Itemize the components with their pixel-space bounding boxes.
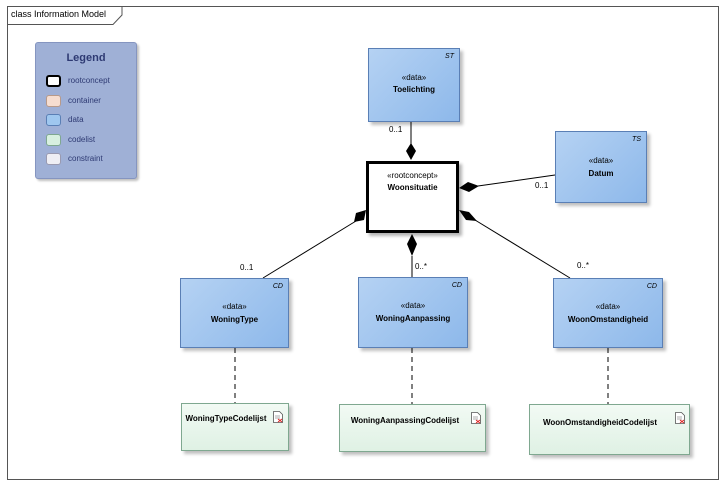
class-tag: TS — [632, 136, 641, 143]
class-datum[interactable]: TS «data» Datum — [555, 131, 647, 203]
class-stereotype: «data» — [400, 301, 426, 310]
codelist-name: WoningTypeCodelijst — [185, 414, 267, 423]
legend-item-container: container — [46, 95, 134, 109]
class-tag: CD — [646, 283, 657, 290]
codelist-woningtype[interactable]: WoningTypeCodelijst — [181, 403, 289, 451]
codelist-woningaanpassing[interactable]: WoningAanpassingCodelijst — [339, 404, 486, 452]
multiplicity-woningaanpassing: 0..* — [415, 262, 428, 271]
composition-diamond-datum — [459, 182, 479, 192]
multiplicity-woningtype: 0..1 — [240, 263, 254, 272]
assoc-woningtype — [262, 220, 357, 279]
class-name: WoningAanpassing — [375, 314, 451, 323]
class-name: Woonsituatie — [387, 183, 438, 192]
class-stereotype: «rootconcept» — [387, 171, 438, 180]
legend-label: constraint — [68, 154, 103, 163]
legend-panel[interactable]: Legend rootconcept container data codeli… — [35, 42, 137, 179]
class-name: WoonOmstandigheid — [567, 315, 649, 324]
class-name: Toelichting — [392, 85, 436, 94]
class-stereotype: «data» — [595, 302, 621, 311]
multiplicity-woonomstandigheid: 0..* — [577, 261, 590, 270]
legend-item-rootconcept: rootconcept — [46, 75, 134, 89]
class-stereotype: «data» — [222, 302, 247, 311]
class-tag: CD — [451, 282, 462, 289]
class-tag: CD — [272, 283, 283, 290]
legend-item-constraint: constraint — [46, 153, 134, 167]
legend-swatch-data — [46, 114, 61, 126]
codelist-woonomstandigheid[interactable]: WoonOmstandigheidCodelijst — [529, 404, 690, 455]
legend-item-codelist: codelist — [46, 134, 134, 148]
composition-diamond-toelichting — [406, 143, 416, 160]
assoc-woonomstandigheid — [474, 219, 571, 279]
document-icon — [471, 412, 481, 424]
document-icon — [273, 411, 283, 423]
multiplicity-datum: 0..1 — [535, 181, 549, 190]
composition-diamond-woningtype — [354, 210, 366, 222]
class-woningtype[interactable]: CD «data» WoningType — [180, 278, 289, 348]
legend-title: Legend — [66, 52, 106, 64]
class-name: WoningType — [210, 315, 259, 324]
codelist-name: WoningAanpassingCodelijst — [350, 416, 460, 425]
legend-swatch-constraint — [46, 153, 61, 165]
legend-item-data: data — [46, 114, 134, 128]
class-woonomstandigheid[interactable]: CD «data» WoonOmstandigheid — [553, 278, 663, 348]
multiplicity-toelichting: 0..1 — [389, 125, 403, 134]
class-woonsituatie[interactable]: «rootconcept» Woonsituatie — [366, 161, 459, 233]
class-stereotype: «data» — [401, 73, 427, 82]
composition-diamond-woonomstandigheid — [459, 210, 477, 221]
legend-swatch-codelist — [46, 134, 61, 146]
legend-label: codelist — [68, 135, 96, 144]
legend-swatch-container — [46, 95, 61, 107]
legend-label: container — [68, 96, 101, 105]
composition-diamond-woningaanpassing — [407, 234, 417, 256]
legend-swatch-rootconcept — [46, 75, 61, 87]
class-tag: ST — [445, 53, 454, 60]
class-stereotype: «data» — [588, 156, 614, 165]
assoc-datum — [477, 174, 556, 187]
document-icon — [675, 412, 685, 424]
class-toelichting[interactable]: ST «data» Toelichting — [368, 48, 460, 122]
diagram-frame — [7, 6, 719, 480]
codelist-name: WoonOmstandigheidCodelijst — [542, 418, 658, 427]
legend-label: data — [68, 115, 84, 124]
frame-title-tab — [7, 6, 123, 25]
class-name: Datum — [588, 169, 614, 178]
legend-label: rootconcept — [68, 76, 110, 85]
class-woningaanpassing[interactable]: CD «data» WoningAanpassing — [358, 277, 468, 348]
frame-title: class Information Model — [11, 9, 107, 19]
